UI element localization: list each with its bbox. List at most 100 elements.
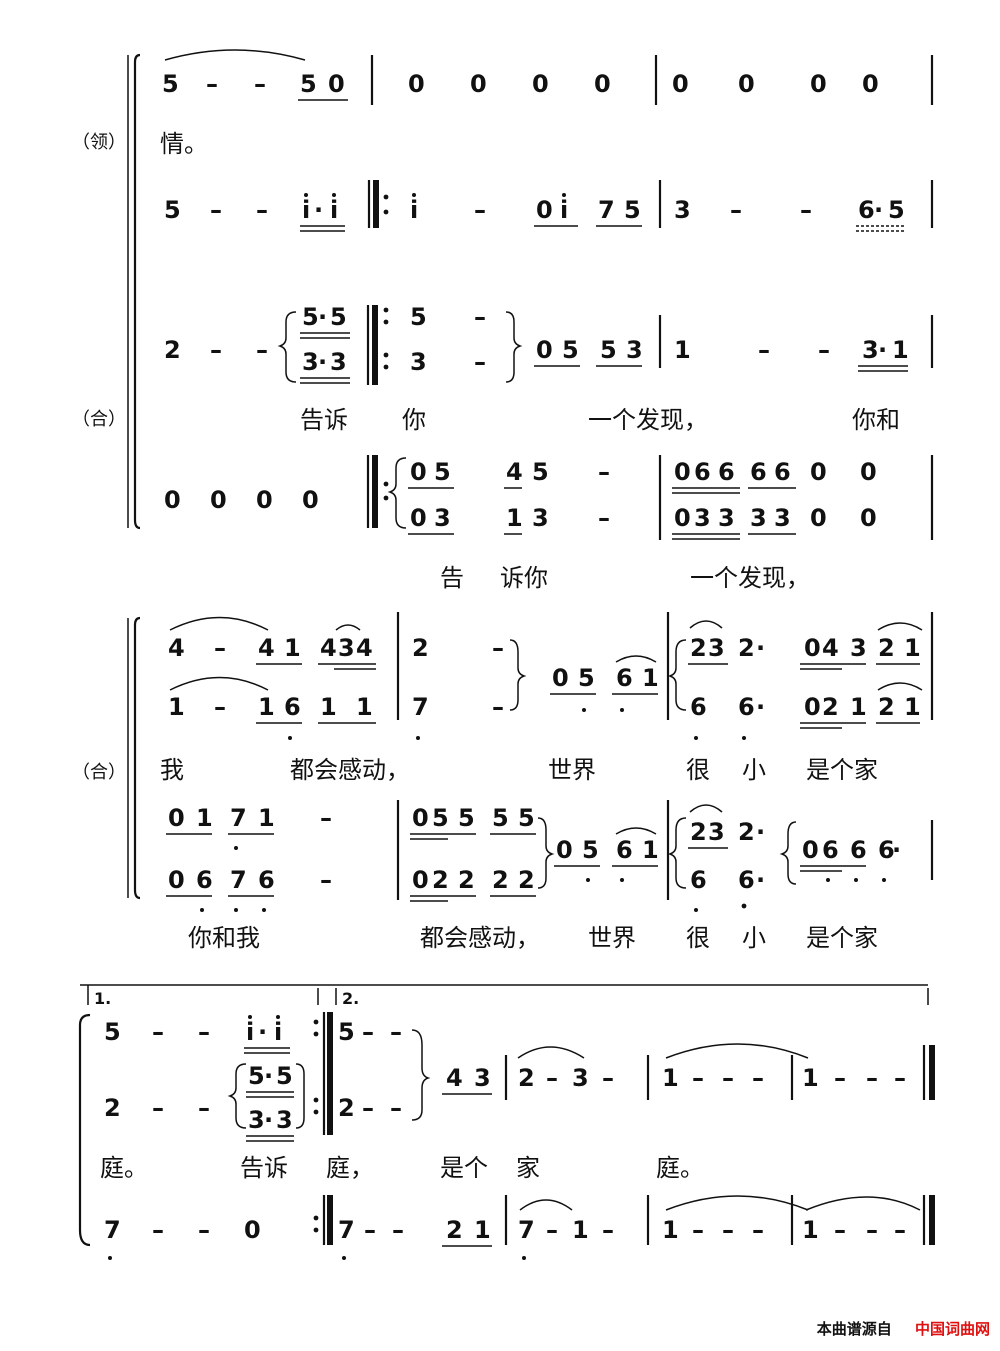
svg-text:7–1–: 7–1– [518, 1216, 614, 1244]
svg-text:很: 很 [686, 756, 710, 784]
svg-text:庭。: 庭。 [656, 1154, 704, 1182]
lyrics-choir-2: 告 诉你 一个发现， [440, 564, 810, 592]
svg-text:很: 很 [686, 924, 710, 952]
svg-text:7––21: 7––21 [338, 1216, 491, 1244]
svg-text:告诉: 告诉 [240, 1154, 288, 1182]
svg-text:2–: 2– [412, 634, 504, 662]
lyrics-choir-4: 你和我 都会感动， 世界 很 小 是个家 [188, 924, 878, 952]
svg-text:2––: 2–– [338, 1094, 402, 1122]
svg-text:3–: 3– [410, 348, 486, 376]
svg-text:小: 小 [742, 924, 766, 952]
volta-second: 2. [342, 989, 359, 1008]
svg-text:诉你: 诉你 [500, 564, 548, 592]
svg-text:一个发现，: 一个发现， [690, 564, 810, 592]
svg-text:告: 告 [440, 564, 464, 592]
svg-text:3·3: 3·3 [248, 1106, 293, 1134]
svg-text:66·: 66· [690, 866, 765, 894]
svg-text:5––: 5–– [338, 1018, 402, 1046]
svg-text:7–: 7– [412, 693, 504, 721]
svg-text:世界: 世界 [548, 756, 596, 784]
svg-text:一个发现，: 一个发现， [588, 406, 708, 434]
part-label-chorus: （合） [72, 409, 126, 430]
svg-text:1––3·1: 1––3·1 [674, 336, 909, 364]
svg-text:2–3–: 2–3– [518, 1064, 614, 1092]
svg-text:5––i·i: 5––i·i [164, 196, 338, 224]
lyric-lead-1: 情。 [160, 130, 208, 158]
svg-text:你: 你 [402, 406, 426, 434]
svg-text:1–––: 1––– [802, 1064, 906, 1092]
svg-text:小: 小 [742, 756, 766, 784]
system-2-brace [133, 616, 141, 900]
system-3: 1. 2. 5––i·i 5–– 2–– 5·5 3·3 [78, 984, 935, 1260]
svg-text:2––: 2–– [104, 1094, 210, 1122]
footer-source: 本曲谱源自 [816, 1320, 892, 1338]
lyrics-choir-3: 我 都会感动， 世界 很 小 是个家 [160, 756, 878, 784]
system-1-brace [133, 53, 141, 530]
svg-text:我: 我 [160, 756, 184, 784]
svg-text:你和我: 你和我 [188, 924, 260, 952]
svg-text:庭。: 庭。 [100, 1154, 148, 1182]
footer: 本曲谱源自 中国词曲网 [817, 1318, 990, 1339]
footer-brand-link[interactable]: 中国词曲网 [914, 1320, 990, 1338]
svg-text:7––0: 7––0 [104, 1216, 261, 1244]
svg-text:232·: 232· [690, 818, 765, 846]
svg-text:家: 家 [516, 1154, 540, 1182]
svg-text:5––50: 5––50 [162, 70, 345, 98]
svg-text:都会感动，: 都会感动， [420, 924, 540, 952]
svg-text:你和: 你和 [852, 406, 900, 434]
svg-text:世界: 世界 [588, 924, 636, 952]
svg-text:是个家: 是个家 [806, 756, 878, 784]
volta-first: 1. [94, 989, 111, 1008]
svg-text:3·3: 3·3 [302, 348, 347, 376]
svg-text:43: 43 [446, 1064, 491, 1092]
svg-text:庭，: 庭， [326, 1154, 374, 1182]
svg-text:告诉: 告诉 [300, 406, 348, 434]
svg-text:都会感动，: 都会感动， [290, 756, 410, 784]
svg-text:2––: 2–– [164, 336, 268, 364]
svg-text:1–––: 1––– [662, 1064, 764, 1092]
lyrics-final: 庭。 告诉 庭， 是个 家 庭。 [100, 1154, 704, 1182]
svg-text:是个: 是个 [440, 1154, 488, 1182]
svg-text:5·5: 5·5 [248, 1062, 293, 1090]
svg-text:5–: 5– [410, 303, 486, 331]
part-label-lead: （领） [72, 132, 126, 153]
svg-text:5––i·i: 5––i·i [104, 1018, 282, 1046]
svg-text:1–––: 1––– [802, 1216, 906, 1244]
svg-text:1–––: 1––– [662, 1216, 764, 1244]
system-3-brace [78, 1013, 91, 1247]
svg-text:是个家: 是个家 [806, 924, 878, 952]
part-label-chorus-2: （合） [72, 762, 126, 783]
svg-text:5·5: 5·5 [302, 303, 347, 331]
lyrics-choir-1: 告诉 你 一个发现， 你和 [300, 406, 900, 434]
svg-text:3––6·5: 3––6·5 [674, 196, 905, 224]
